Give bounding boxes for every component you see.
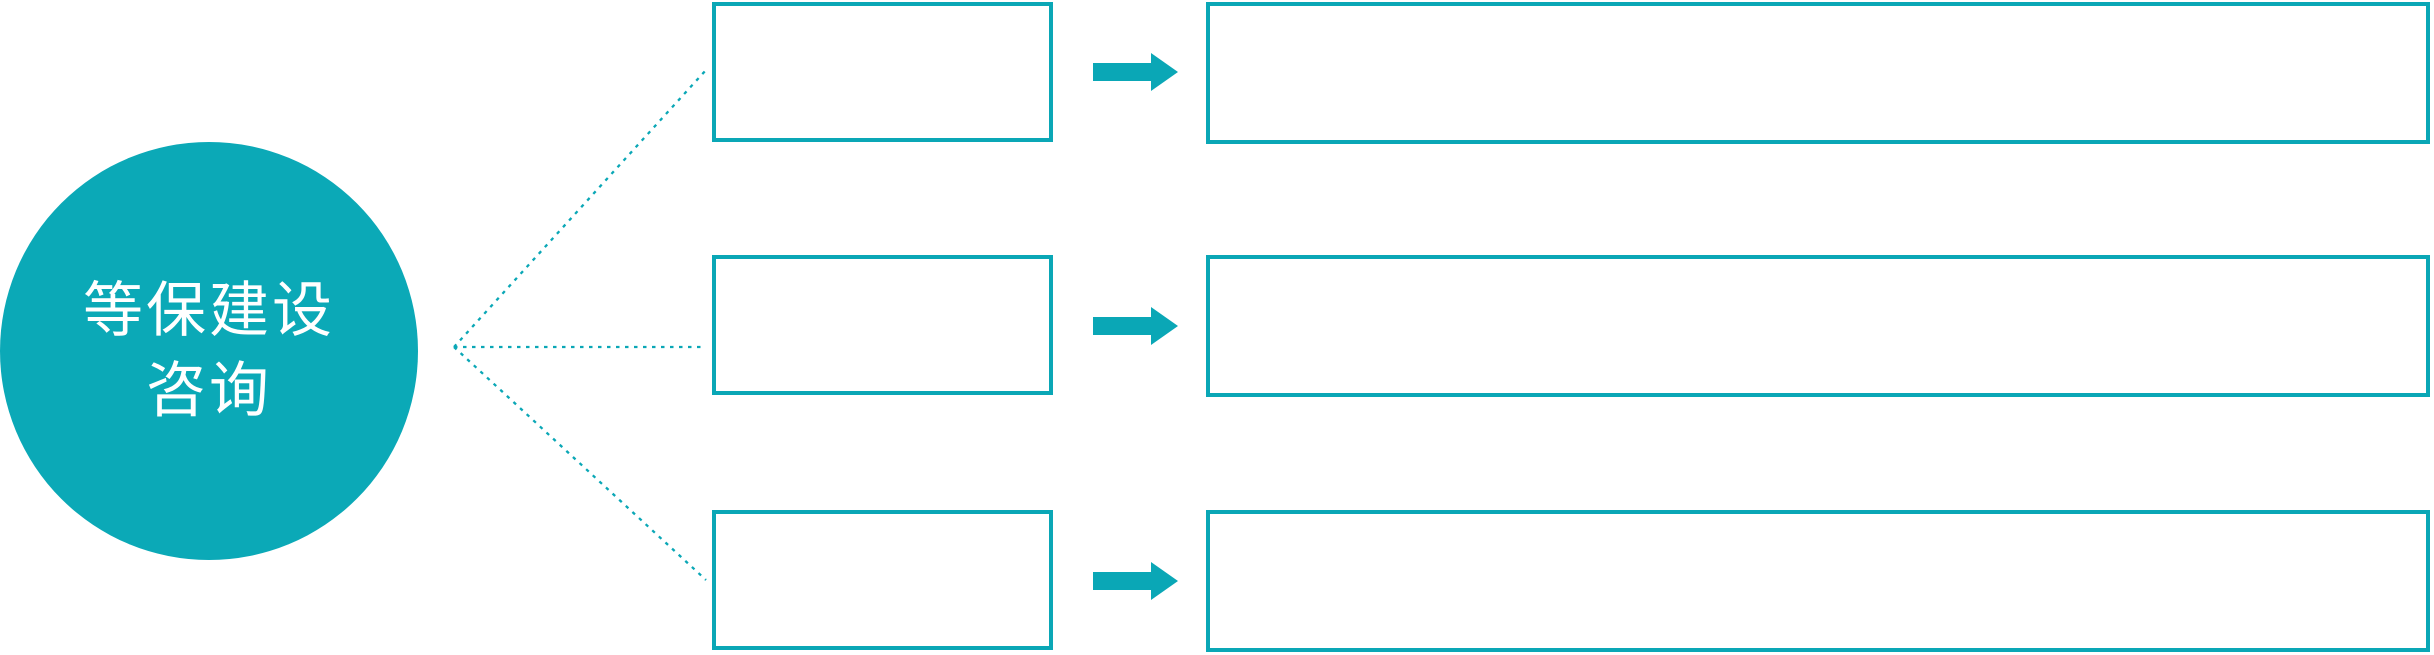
root-topic-label-line2: 咨询 [146,357,272,424]
detail-box [1206,510,2430,652]
branch-box [712,2,1053,142]
root-topic-circle: 等保建设 咨询 [0,142,418,560]
arrow-right-icon [1093,562,1178,600]
branch-box [712,510,1053,650]
arrow-right-icon [1093,307,1178,345]
detail-box [1206,2,2430,144]
detail-box [1206,255,2430,397]
branch-box [712,255,1053,395]
root-topic-label-line1: 等保建设 [83,277,335,345]
connector-top-line [453,69,707,348]
connector-bottom-line [453,346,707,581]
arrow-right-icon [1093,53,1178,91]
